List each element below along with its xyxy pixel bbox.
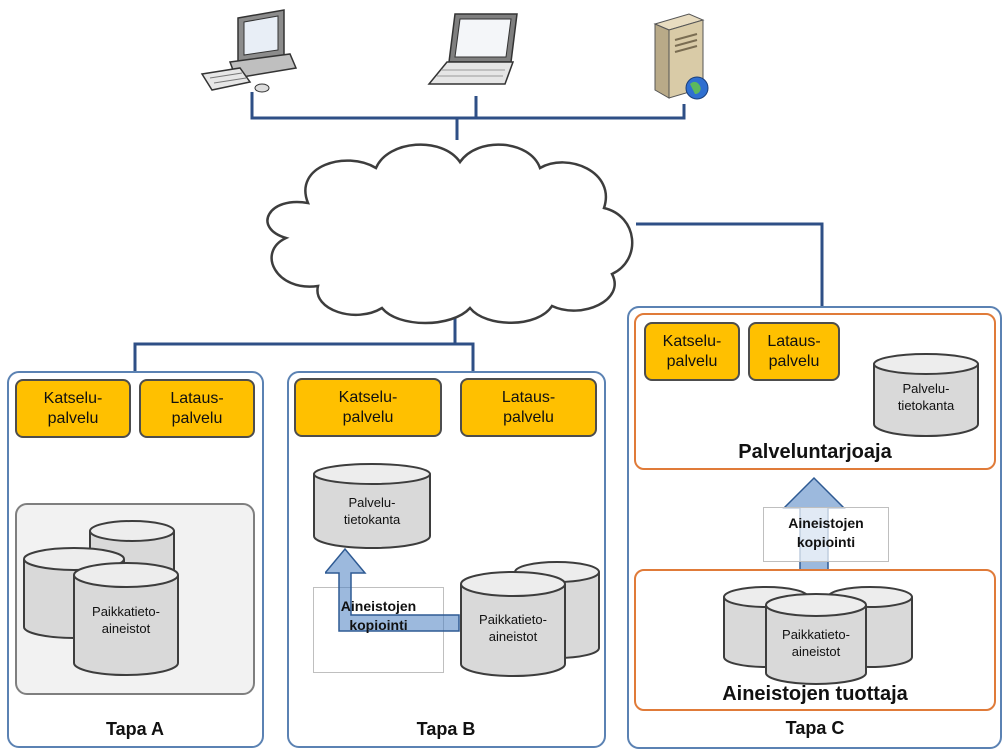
tapa-b-download-service: Lataus- palvelu	[460, 378, 597, 437]
web-server-icon	[653, 13, 709, 100]
tapa-c-download-service: Lataus- palvelu	[748, 322, 840, 381]
tapa-b-view-service: Katselu- palvelu	[294, 378, 442, 437]
tapa-ab-bus-line	[133, 342, 475, 372]
tapa-c-provider-label: Palveluntarjoaja	[738, 441, 892, 463]
tapa-c-producer-label: Aineistojen tuottaja	[722, 683, 908, 705]
tapa-b-service-database-icon	[313, 463, 431, 549]
tapa-c-view-service: Katselu- palvelu	[644, 322, 740, 381]
tapa-a-db-label: Paikkatieto- aineistot	[92, 604, 160, 636]
tapa-a-database-stack	[23, 520, 179, 676]
tapa-c-caption: Tapa C	[785, 718, 845, 738]
database-icon	[73, 562, 179, 676]
tapa-c-copy-label: Aineistojen kopiointi	[788, 515, 864, 550]
tapa-a-view-service: Katselu- palvelu	[15, 379, 131, 438]
laptop-icon	[427, 13, 518, 85]
cloud-icon	[266, 143, 634, 325]
tapa-a-caption: Tapa A	[105, 719, 164, 739]
tapa-c-copy-box	[763, 507, 889, 562]
tapa-b-copy-arrow	[325, 547, 460, 632]
tapa-b-source-database-stack	[460, 561, 600, 677]
client-bus-line	[250, 92, 686, 120]
tapa-c-source-db-label: Paikkatieto- aineistot	[782, 627, 850, 659]
tapa-b-source-db-label: Paikkatieto- aineistot	[479, 612, 547, 644]
tapa-b-copy-label: Aineistojen kopiointi	[340, 598, 417, 633]
tapa-b-caption: Tapa B	[416, 719, 476, 739]
tapa-c-service-database-icon	[873, 353, 979, 437]
tapa-a-download-service: Lataus- palvelu	[139, 379, 255, 438]
tapa-b-service-db-label: Palvelu- tietokanta	[343, 495, 401, 527]
desktop-computer-icon	[200, 9, 298, 93]
tapa-c-service-db-label: Palvelu- tietokanta	[897, 381, 955, 413]
tapa-c-source-database-stack	[723, 586, 913, 685]
database-icon	[765, 593, 867, 685]
database-icon	[460, 571, 566, 677]
cloud-right-link-line	[636, 222, 824, 307]
